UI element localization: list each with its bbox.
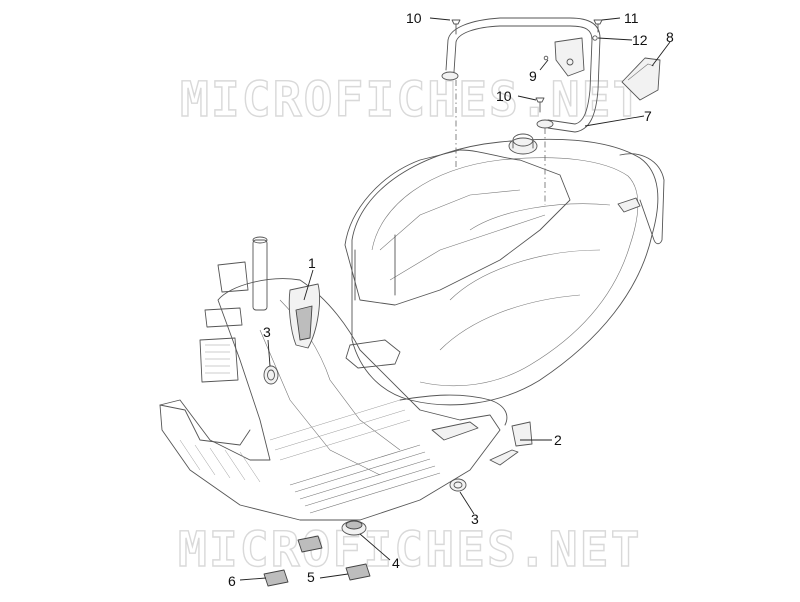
screw-9-small: [543, 55, 549, 61]
rubber-pad-5a: [297, 535, 323, 553]
callout-8: 8: [666, 29, 674, 45]
callout-11: 11: [624, 10, 639, 26]
callout-12: 12: [632, 32, 648, 48]
callout-3-left: 3: [263, 324, 271, 340]
callout-1: 1: [308, 255, 316, 271]
side-trim-2b: [489, 449, 519, 466]
callout-2: 2: [554, 432, 562, 448]
rubber-plug-4: [341, 520, 367, 536]
grommet-3a: [263, 365, 279, 385]
side-trim-2a: [511, 421, 533, 447]
callout-7: 7: [644, 108, 652, 124]
rubber-pad-5b: [345, 563, 371, 581]
screw-11: [593, 19, 603, 33]
rubber-strip-6: [263, 569, 289, 587]
callout-5: 5: [307, 569, 315, 585]
watermark-top: MICROFICHES.NET: [180, 72, 643, 128]
callout-10-middle: 10: [496, 88, 512, 104]
rack-bracket-9: [554, 37, 585, 77]
screw-10-top: [451, 19, 461, 35]
washer-12: [592, 35, 598, 41]
scooter-body-shell: [159, 133, 665, 521]
side-trim-2c: [431, 421, 479, 441]
screw-10-middle: [535, 97, 545, 113]
leader-lines: [239, 17, 671, 581]
callout-9: 9: [529, 68, 537, 84]
callout-3-bottom: 3: [471, 511, 479, 527]
watermark-bottom: MICROFICHES.NET: [178, 522, 641, 578]
rear-badge-cover-8: [621, 57, 661, 101]
callout-6: 6: [228, 573, 236, 589]
grommet-3b: [449, 478, 467, 492]
callout-4: 4: [392, 555, 400, 571]
callout-10-top: 10: [406, 10, 422, 26]
